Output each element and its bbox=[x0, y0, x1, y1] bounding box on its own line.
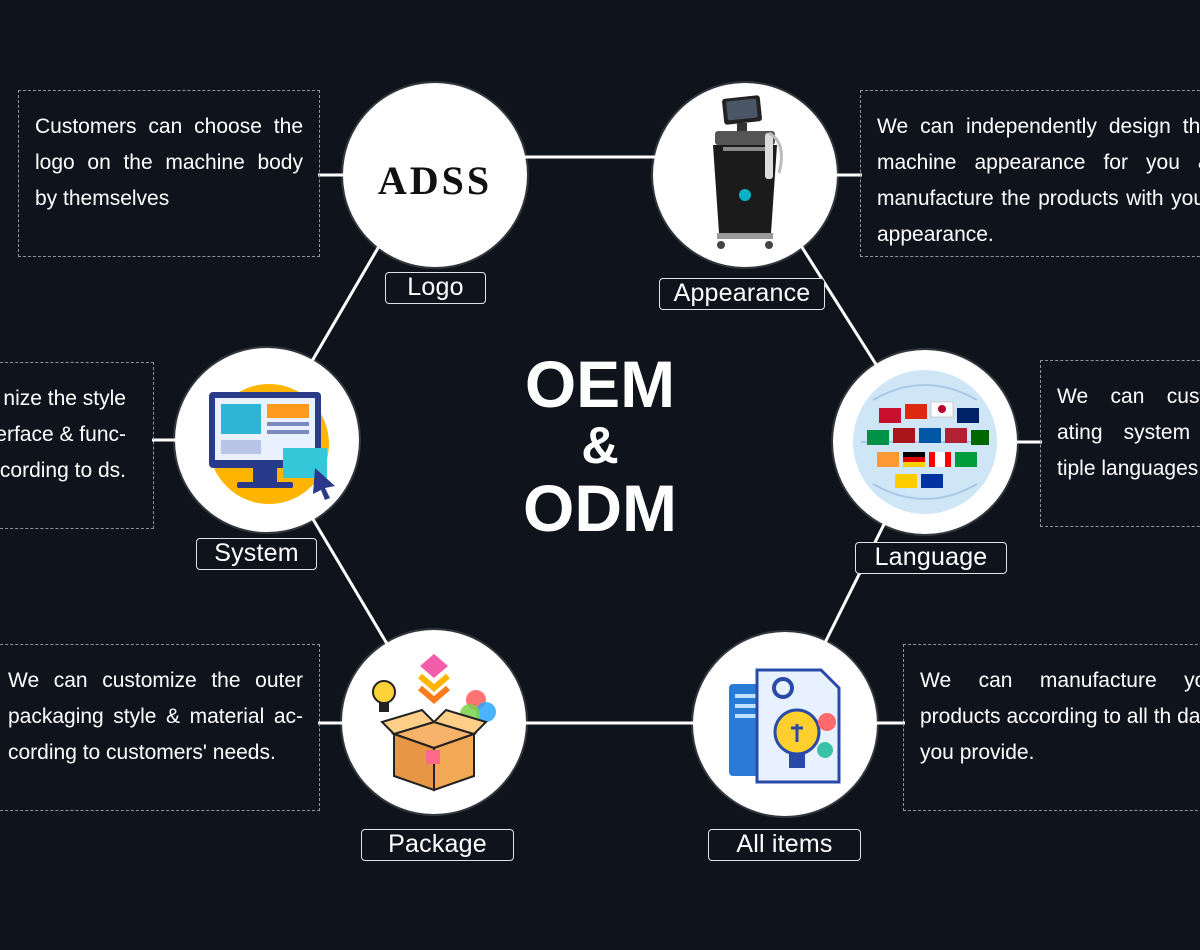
package-description: We can customize the outer packaging sty… bbox=[8, 669, 303, 764]
globe-flags-icon bbox=[853, 370, 997, 514]
language-node bbox=[833, 350, 1017, 534]
document-bulb-icon bbox=[729, 668, 841, 784]
package-node bbox=[342, 630, 526, 814]
package-box-icon bbox=[372, 654, 496, 792]
monitor-icon bbox=[209, 384, 335, 504]
appearance-description-box: We can independently design the machine … bbox=[860, 90, 1200, 257]
machine-icon bbox=[713, 95, 783, 249]
logo-description-box: Customers can choose the logo on the mac… bbox=[18, 90, 320, 257]
logo-description: Customers can choose the logo on the mac… bbox=[35, 115, 303, 210]
system-label: System bbox=[196, 538, 317, 570]
allitems-description-box: We can manufacture you products accordin… bbox=[903, 644, 1200, 811]
title-oem: OEM bbox=[524, 347, 676, 421]
appearance-node bbox=[653, 83, 837, 267]
system-node bbox=[175, 348, 359, 532]
allitems-node bbox=[693, 632, 877, 816]
system-description-box: nize the style erface & func- according … bbox=[0, 362, 154, 529]
allitems-description: We can manufacture you products accordin… bbox=[920, 669, 1200, 764]
logo-node: ADSS bbox=[343, 83, 527, 267]
language-label: Language bbox=[855, 542, 1007, 574]
appearance-label: Appearance bbox=[659, 278, 825, 310]
logo-label: Logo bbox=[385, 272, 486, 304]
allitems-label: All items bbox=[708, 829, 861, 861]
title-odm: ODM bbox=[523, 471, 677, 545]
language-description-box: We can custo ating system t tiple langua… bbox=[1040, 360, 1200, 527]
system-description: nize the style erface & func- according … bbox=[0, 387, 126, 482]
appearance-description: We can independently design the machine … bbox=[877, 115, 1200, 246]
title-ampersand: & bbox=[581, 417, 619, 475]
package-description-box: We can customize the outer packaging sty… bbox=[0, 644, 320, 811]
oem-odm-title: OEM & ODM bbox=[450, 347, 750, 545]
package-label: Package bbox=[361, 829, 514, 861]
language-description: We can custo ating system t tiple langua… bbox=[1057, 385, 1200, 480]
adss-logo: ADSS bbox=[377, 158, 493, 203]
